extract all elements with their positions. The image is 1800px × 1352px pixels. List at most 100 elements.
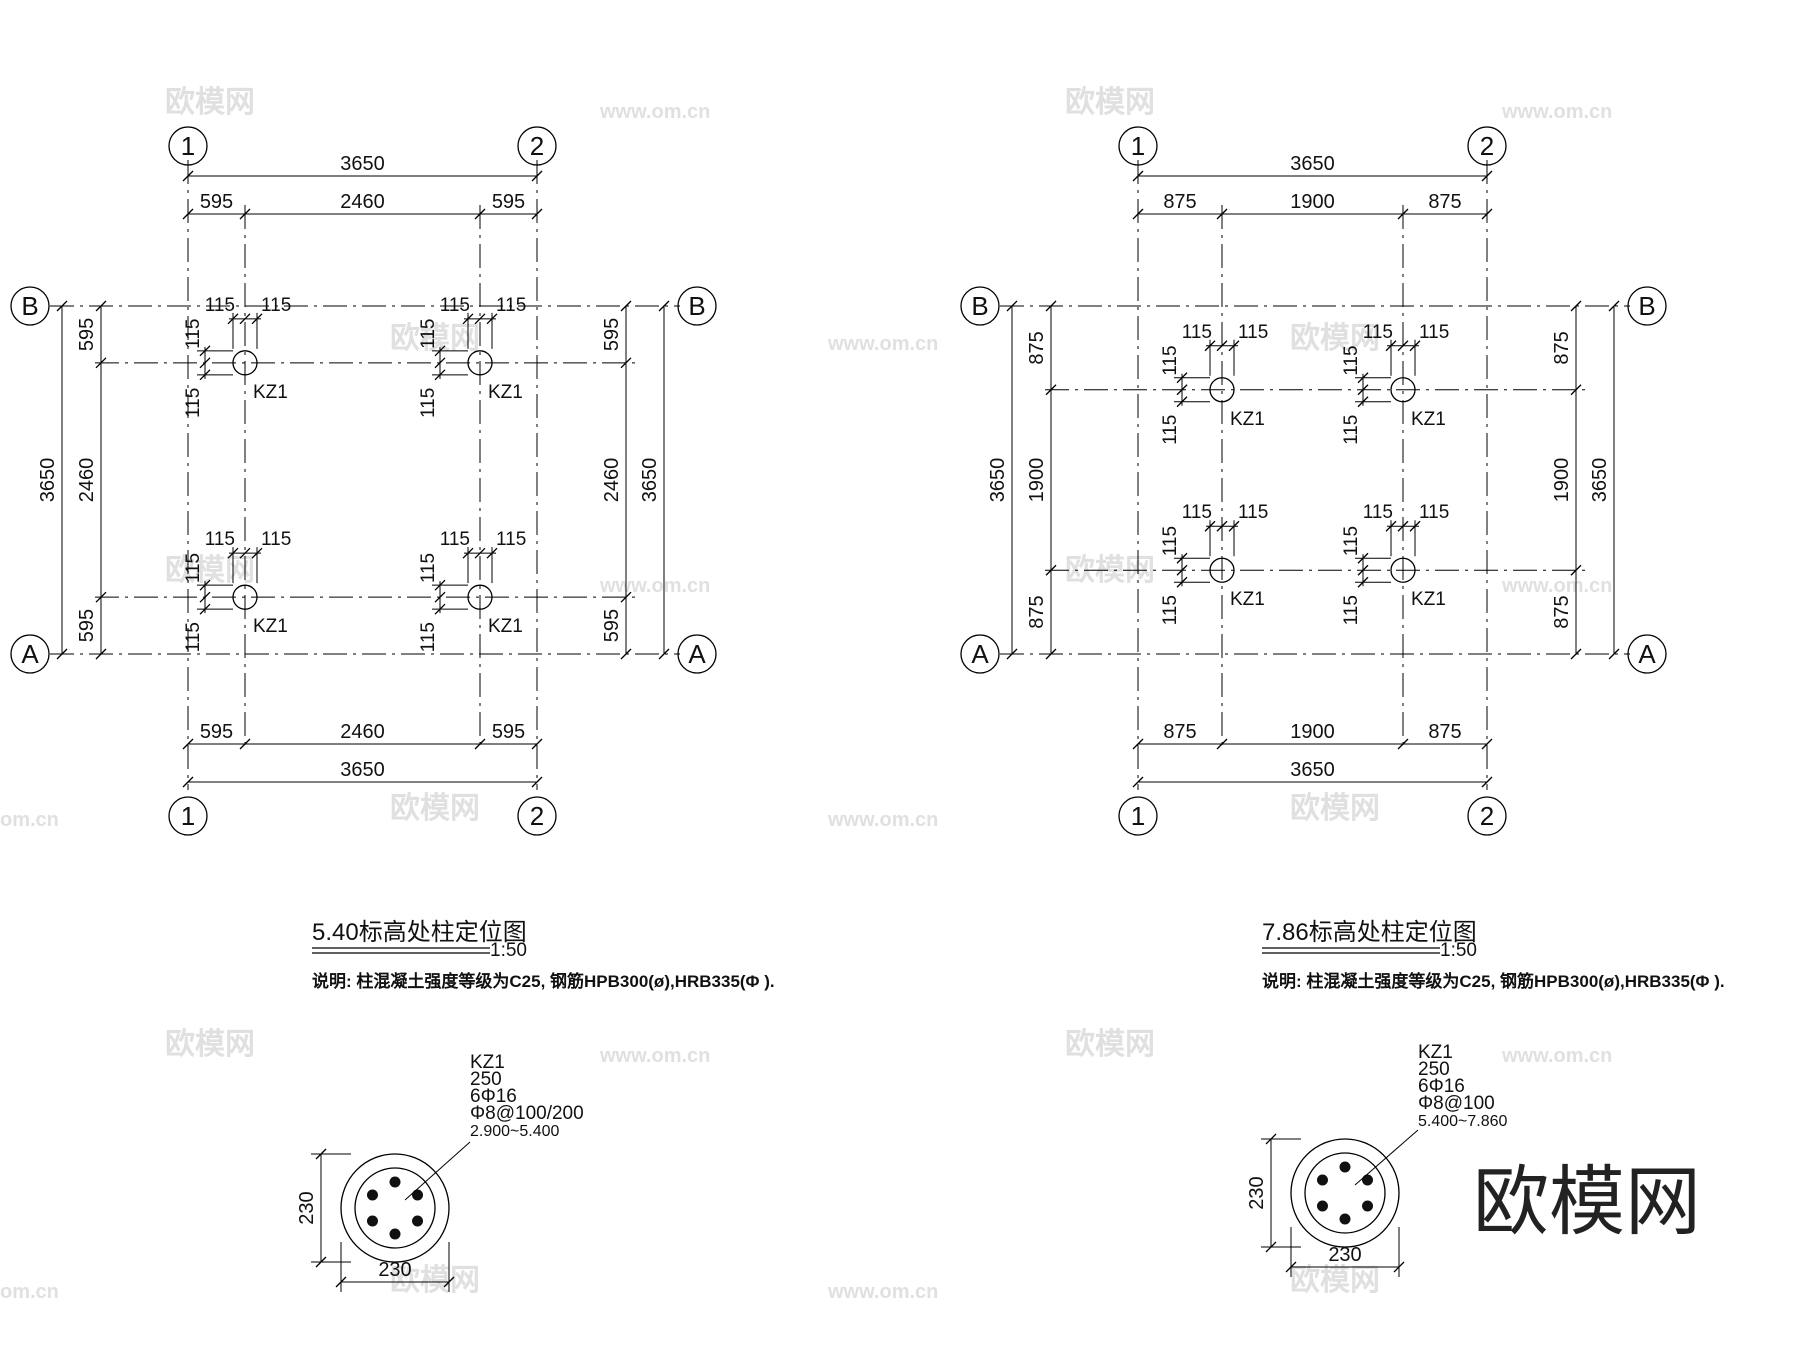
section-id: KZ1 [470, 1052, 505, 1073]
axis-bubble-B: B [21, 291, 38, 321]
dim-tick [620, 591, 632, 603]
column-kz1 [467, 584, 493, 610]
rebar-dot [366, 1189, 378, 1201]
dim-tick [531, 776, 543, 788]
dim-tick [1570, 384, 1582, 396]
dim-inner: 1900 [1290, 191, 1335, 213]
plan-note: 说明: 柱混凝土强度等级为C25, 钢筋HPB300(ø),HRB335(Φ )… [312, 971, 775, 991]
watermark-brand: 欧模网 [1290, 322, 1380, 355]
dim-offset: 115 [183, 319, 204, 349]
axis-bubble-A-circle [677, 634, 717, 674]
dim-offset: 115 [1160, 345, 1181, 375]
dim-overall: 3650 [987, 458, 1009, 503]
axis-bubble-A-circle [10, 634, 50, 674]
column-kz1 [1390, 557, 1416, 583]
dim-tick [1397, 520, 1409, 532]
axis-bubble-2: 2 [530, 131, 544, 161]
axis-bubble-2-circle [517, 796, 557, 836]
plan-scale: 1:50 [1440, 940, 1477, 961]
axis-bubble-A: A [971, 639, 989, 669]
plan-note: 说明: 柱混凝土强度等级为C25, 钢筋HPB300(ø),HRB335(Φ )… [1262, 971, 1725, 991]
dim-tick [1357, 564, 1369, 576]
dim-offset: 115 [183, 388, 204, 418]
dim-offset: 115 [1363, 502, 1393, 523]
dim-overall: 3650 [1589, 458, 1611, 503]
dim-tick [1397, 738, 1409, 750]
axis-bubble-A: A [21, 639, 39, 669]
dim-outer: 875 [1163, 721, 1196, 743]
watermark-url: om.cn [0, 809, 59, 831]
dim-outer: 875 [1026, 595, 1048, 628]
watermark-brand: 欧模网 [1290, 1264, 1380, 1297]
dim-tick [1570, 648, 1582, 660]
dim-tick [620, 357, 632, 369]
dim-tick [1216, 208, 1228, 220]
dim-tick [474, 738, 486, 750]
dim-overall: 3650 [340, 153, 385, 175]
dim-tick [1006, 300, 1018, 312]
section-range: 5.400~7.860 [1418, 1113, 1508, 1130]
axis-bubble-2-circle [1467, 796, 1507, 836]
watermark-brand: 欧模网 [165, 86, 255, 119]
dim-outer: 875 [1163, 191, 1196, 213]
dim-outer: 875 [1428, 721, 1461, 743]
dim-inner: 1900 [1551, 458, 1573, 503]
dim-tick [182, 170, 194, 182]
dim-outer: 875 [1551, 331, 1573, 364]
column-label: KZ1 [1411, 409, 1446, 430]
dim-offset: 115 [1238, 502, 1268, 523]
dim-tick [56, 300, 68, 312]
rebar-dot [1339, 1161, 1351, 1173]
dim-offset: 115 [183, 553, 204, 583]
dim-outer: 595 [76, 609, 98, 642]
dim-offset: 115 [1160, 415, 1181, 445]
dim-overall: 3650 [37, 458, 59, 503]
watermark-url: www.om.cn [1501, 575, 1612, 597]
column-kz1 [1209, 377, 1235, 403]
dim-tick [658, 648, 670, 660]
axis-bubble-A-circle [1627, 634, 1667, 674]
dim-section-h: 230 [1246, 1176, 1268, 1209]
dim-section-w: 230 [378, 1259, 411, 1281]
dim-outer: 595 [601, 318, 623, 351]
dim-offset: 115 [1182, 502, 1212, 523]
dim-offset: 115 [1363, 322, 1393, 343]
dim-tick [474, 313, 486, 325]
dim-offset: 115 [261, 529, 291, 550]
dim-offset: 115 [1182, 322, 1212, 343]
dim-section-w: 230 [1328, 1244, 1361, 1266]
dim-outer: 875 [1026, 331, 1048, 364]
axis-bubble-1: 1 [181, 801, 195, 831]
watermark-layer: 欧模网欧模网欧模网欧模网欧模网欧模网欧模网欧模网欧模网欧模网欧模网欧模网www.… [0, 86, 1612, 1303]
rebar-dot [1362, 1200, 1374, 1212]
dim-inner: 2460 [340, 721, 385, 743]
dim-tick [531, 738, 543, 750]
dim-tick [1132, 738, 1144, 750]
dim-offset: 115 [1238, 322, 1268, 343]
dim-inner: 2460 [76, 458, 98, 503]
leader-line [1354, 1129, 1419, 1186]
dim-offset: 115 [261, 295, 291, 316]
plan-scale: 1:50 [490, 940, 527, 961]
axis-bubble-1-circle [1118, 796, 1158, 836]
dim-tick [95, 300, 107, 312]
section-stirrup: Φ8@100 [1418, 1093, 1495, 1114]
dim-offset: 115 [496, 295, 526, 316]
dim-tick [239, 208, 251, 220]
axis-bubble-2: 2 [1480, 131, 1494, 161]
dim-tick [474, 547, 486, 559]
axis-bubble-2: 2 [1480, 801, 1494, 831]
section-stirrup: Φ8@100/200 [470, 1103, 584, 1124]
column-kz1 [232, 350, 258, 376]
axis-bubble-B-circle [10, 286, 50, 326]
dim-tick [658, 300, 670, 312]
axis-bubble-B: B [1638, 291, 1655, 321]
watermark-url: www.om.cn [1501, 1045, 1612, 1067]
dim-tick [1481, 208, 1493, 220]
dim-tick [182, 208, 194, 220]
watermark-url: www.om.cn [1501, 101, 1612, 123]
